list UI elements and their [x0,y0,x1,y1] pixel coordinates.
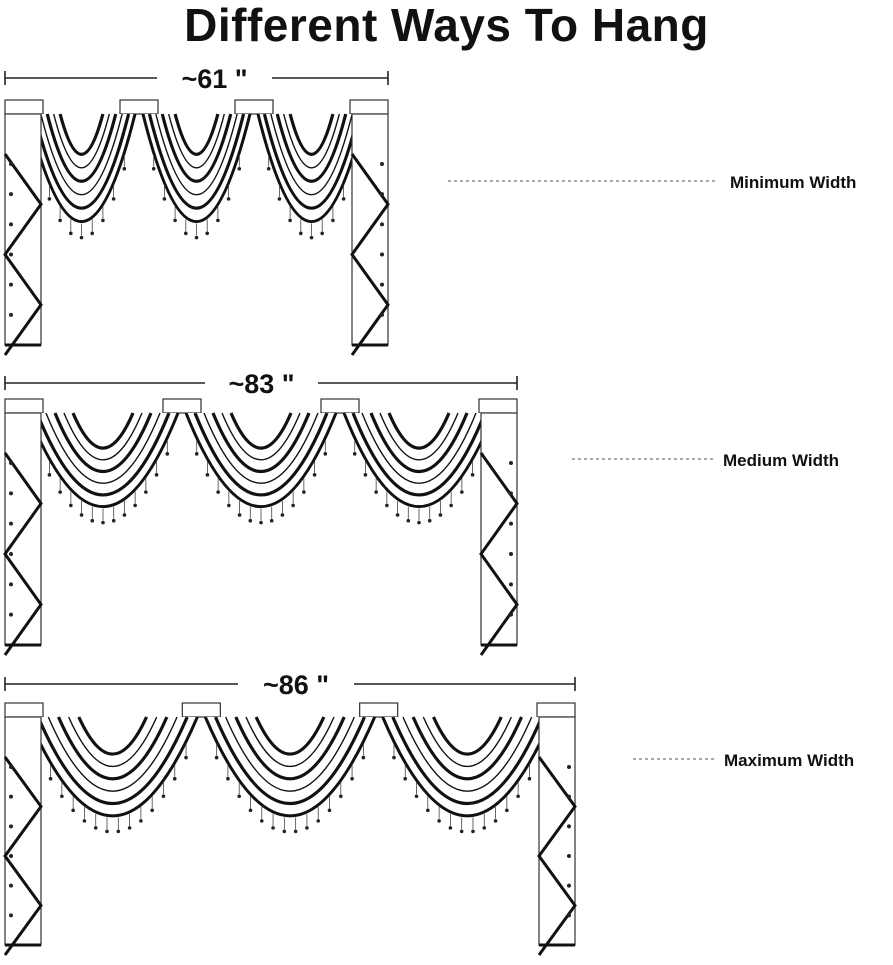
mounting-board [4,99,44,115]
side-tail [350,113,390,356]
mounting-board [162,398,202,414]
swag [203,716,377,834]
width-dimension-line: ~83 " [4,369,518,399]
width-measurement: ~86 " [263,670,329,700]
swag [342,412,496,525]
mounting-board [320,398,360,414]
mounting-board [536,702,576,718]
width-measurement: ~83 " [228,369,294,399]
mounting-board [478,398,518,414]
valance-variant-1: ~61 " Minimum Width [3,64,856,356]
swag [26,412,180,525]
width-label: Minimum Width [730,173,856,192]
mounting-board [4,398,44,414]
valance-variant-3: ~86 " Maximum Width [3,670,854,956]
mounting-board [4,702,44,718]
mounting-board [181,702,221,718]
valance-variant-2: ~83 " Medium Width [3,369,839,656]
swag [26,716,199,834]
side-tail [479,412,519,656]
width-dimension-line: ~86 " [4,670,576,700]
swag [184,412,338,525]
page-title: Different Ways To Hang [184,0,709,51]
swag [381,716,554,834]
width-dimension-line: ~61 " [4,64,389,94]
swag [141,113,252,240]
side-tail [537,716,577,956]
swag [256,113,367,240]
width-measurement: ~61 " [181,64,247,94]
side-tail [3,716,43,956]
side-tail [3,113,43,356]
mounting-board [119,99,159,115]
swag [26,113,137,240]
width-label: Medium Width [723,451,839,470]
mounting-board [234,99,274,115]
width-label: Maximum Width [724,751,854,770]
mounting-board [349,99,389,115]
side-tail [3,412,43,656]
mounting-board [359,702,399,718]
